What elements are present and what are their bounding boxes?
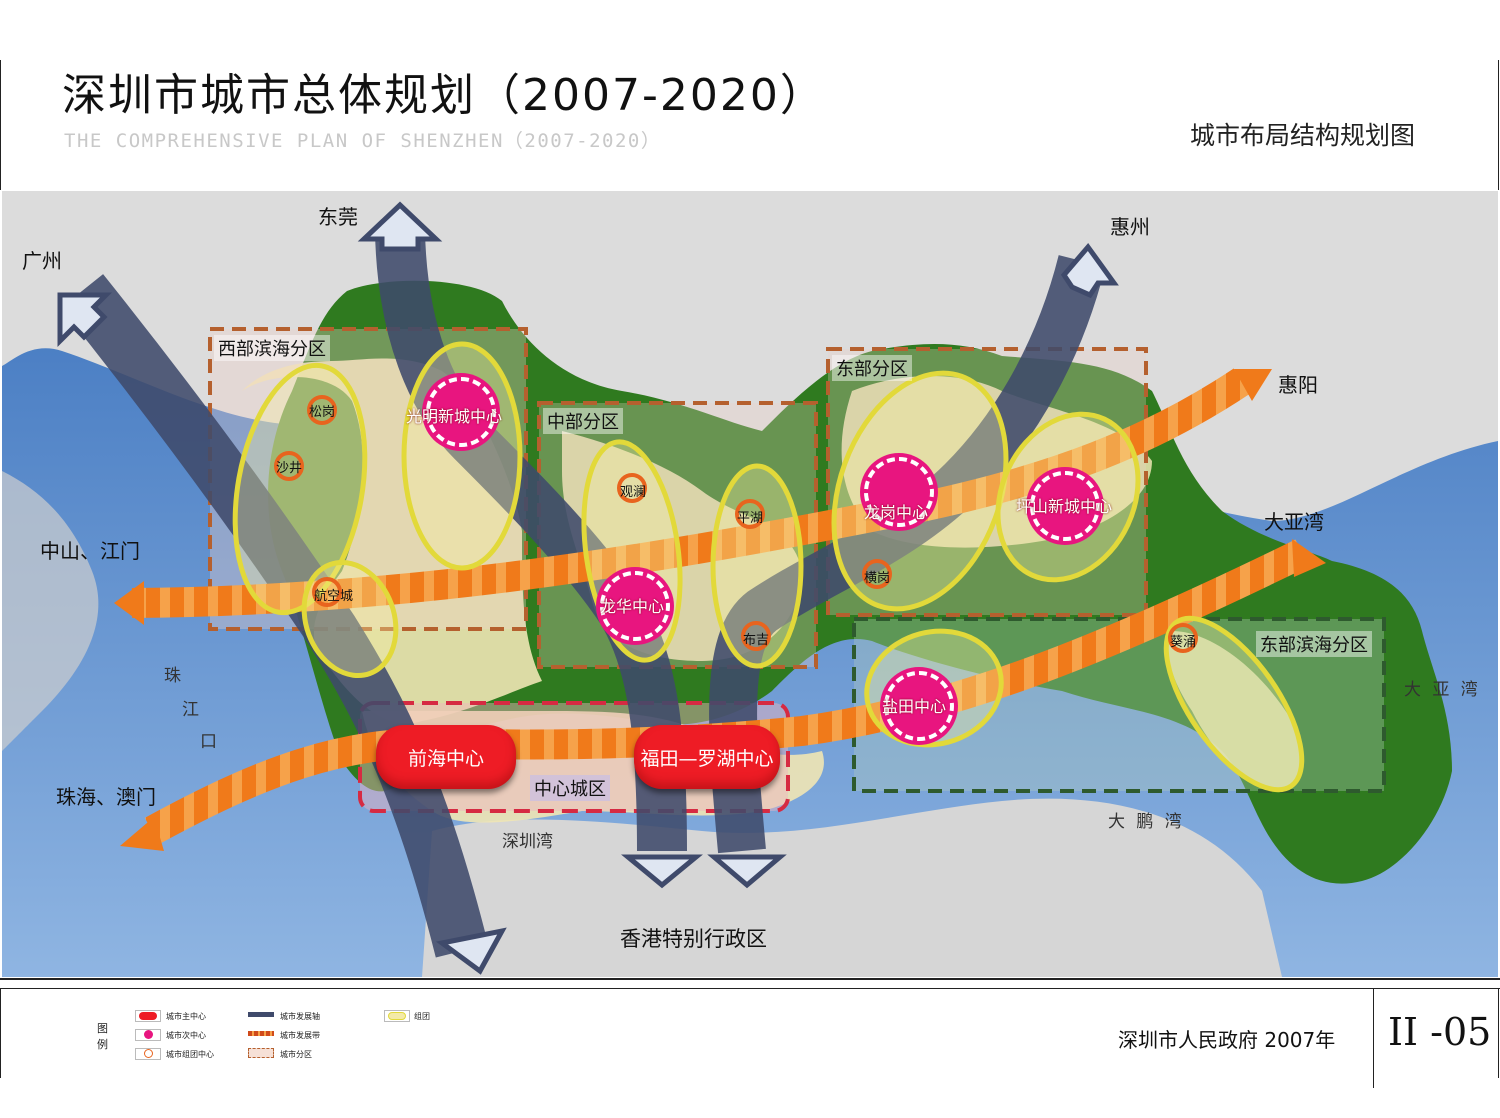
main-center-qianhai: 前海中心 xyxy=(376,725,516,789)
label-sub-longgang: 龙岗中心 xyxy=(864,503,929,522)
legend-title-2: 例 xyxy=(97,1038,108,1051)
label-shenzhen-bay: 深圳湾 xyxy=(502,832,553,852)
issuing-authority: 深圳市人民政府 2007年 xyxy=(1118,1028,1336,1052)
sub-center-yantian xyxy=(884,671,954,741)
group-center-pinghu xyxy=(735,499,765,529)
sub-center-longgang xyxy=(864,457,934,527)
label-dapeng-bay: 大 鹏 湾 xyxy=(1108,812,1185,832)
label-huizhou: 惠州 xyxy=(1110,215,1150,239)
label-zone-east-coast: 东部滨海分区 xyxy=(1256,631,1372,657)
legend-group: 组团 xyxy=(414,1012,430,1021)
map-subtitle: THE COMPREHENSIVE PLAN OF SHENZHEN（2007-… xyxy=(64,130,662,152)
label-group-pinghu: 平湖 xyxy=(737,511,764,526)
label-dongguan: 东莞 xyxy=(318,205,358,229)
sub-center-guangming xyxy=(426,377,496,447)
label-daya-bay: 大 亚 湾 xyxy=(1404,680,1481,700)
arrow-dongguan xyxy=(357,201,443,252)
axis-guangzhou-hongkong xyxy=(60,274,489,958)
label-zone-central: 中部分区 xyxy=(543,408,623,434)
frame-right-line xyxy=(1498,60,1499,190)
footer-top-line-2 xyxy=(0,988,1500,989)
arrow-guangzhou xyxy=(57,292,113,348)
group-center-hangkong xyxy=(312,577,342,607)
group-center-guanlan xyxy=(617,473,647,503)
footer-left-line xyxy=(0,988,1,1078)
arrow-huizhou xyxy=(1060,242,1119,299)
label-zhongshan: 中山、江门 xyxy=(40,539,140,563)
legend-main-center: 城市主中心 xyxy=(166,1012,206,1021)
map-sheet-name: 城市布局结构规划图 xyxy=(1190,121,1416,150)
legend-dev-belt: 城市发展带 xyxy=(280,1031,320,1040)
label-pearl-river-3: 口 xyxy=(200,732,220,752)
map-header: 深圳市城市总体规划（2007-2020） THE COMPREHENSIVE P… xyxy=(0,0,1500,190)
belt-north xyxy=(131,368,1251,618)
label-sub-yantian: 盐田中心 xyxy=(882,697,947,716)
group-center-henggang xyxy=(862,559,892,589)
sub-center-longhua xyxy=(600,571,670,641)
arrow-hongkong-3 xyxy=(435,927,507,975)
label-pearl-river-1: 珠 xyxy=(164,666,184,686)
legend-swatch-district xyxy=(248,1048,274,1058)
legend-swatch-grp xyxy=(384,1010,410,1022)
label-huiyang: 惠阳 xyxy=(1278,373,1318,397)
label-group-hangkong: 航空城 xyxy=(314,589,354,604)
label-group-kuichong: 葵涌 xyxy=(1170,635,1197,650)
map-canvas xyxy=(2,191,1498,977)
axis-dongguan-hongkong xyxy=(375,230,687,852)
legend-swatch-axis xyxy=(248,1012,274,1017)
group-center-kuichong xyxy=(1168,623,1198,653)
arrow-zhuhai xyxy=(120,817,164,851)
planning-map: 广州 东莞 惠州 惠阳 大亚湾 中山、江门 珠海、澳门 香港特别行政区 珠 江 … xyxy=(2,191,1498,977)
arrow-hongkong-2 xyxy=(707,854,787,889)
arrow-huiyang xyxy=(1234,369,1272,401)
label-group-guanlan: 观澜 xyxy=(620,485,647,500)
legend-swatch-group xyxy=(135,1048,161,1060)
label-hongkong: 香港特别行政区 xyxy=(620,927,767,951)
sub-center-pingshan xyxy=(1030,471,1100,541)
group-center-shajing xyxy=(274,451,304,481)
label-group-shajing: 沙井 xyxy=(276,461,303,476)
arrow-hongkong-1 xyxy=(621,854,703,889)
label-zhuhai: 珠海、澳门 xyxy=(56,785,156,809)
legend-group-center: 城市组团中心 xyxy=(166,1050,214,1059)
legend-swatch-sub xyxy=(135,1029,161,1041)
label-group-henggang: 横岗 xyxy=(864,571,891,586)
map-title: 深圳市城市总体规划（2007-2020） xyxy=(62,70,826,121)
arrow-dayawan xyxy=(1292,539,1326,577)
main-center-futian: 福田—罗湖中心 xyxy=(634,725,780,789)
group-ellipse-songgang xyxy=(232,362,368,616)
label-guangzhou: 广州 xyxy=(22,249,62,273)
axis-huizhou-hongkong xyxy=(709,255,1106,854)
label-sub-pingshan: 坪山新城中心 xyxy=(1016,497,1113,516)
label-sub-longhua: 龙华中心 xyxy=(600,597,665,616)
arrow-zhongshan xyxy=(114,581,144,625)
group-center-songgang xyxy=(307,395,337,425)
sheet-number: II -05 xyxy=(1388,1010,1492,1054)
label-group-buji: 布吉 xyxy=(743,633,770,648)
west-bank-land xyxy=(2,471,99,751)
urban-area-east-coast xyxy=(1168,631,1303,791)
label-dayawan-out: 大亚湾 xyxy=(1264,510,1324,534)
legend-swatch-belt xyxy=(248,1031,274,1036)
legend-district: 城市分区 xyxy=(280,1050,312,1059)
label-pearl-river-2: 江 xyxy=(182,700,202,720)
label-zone-center-district: 中心城区 xyxy=(530,775,610,801)
footer-right-line xyxy=(1498,988,1499,1078)
footer-top-line xyxy=(0,978,1500,980)
legend-swatch-main xyxy=(135,1010,161,1022)
frame-left-line xyxy=(0,60,1,190)
group-ellipse-kuichong xyxy=(1163,615,1305,793)
label-zone-west: 西部滨海分区 xyxy=(214,335,330,361)
footer-divider xyxy=(1373,988,1374,1088)
label-sub-guangming: 光明新城中心 xyxy=(406,407,503,426)
main-center-futian-label: 福田—罗湖中心 xyxy=(640,747,774,770)
label-zone-east: 东部分区 xyxy=(832,355,912,381)
label-group-songgang: 松岗 xyxy=(309,405,336,420)
main-center-qianhai-label: 前海中心 xyxy=(407,747,484,770)
legend-title-1: 图 xyxy=(97,1022,108,1035)
group-center-buji xyxy=(741,621,771,651)
legend-dev-axis: 城市发展轴 xyxy=(280,1012,320,1021)
legend-sub-center: 城市次中心 xyxy=(166,1031,206,1040)
